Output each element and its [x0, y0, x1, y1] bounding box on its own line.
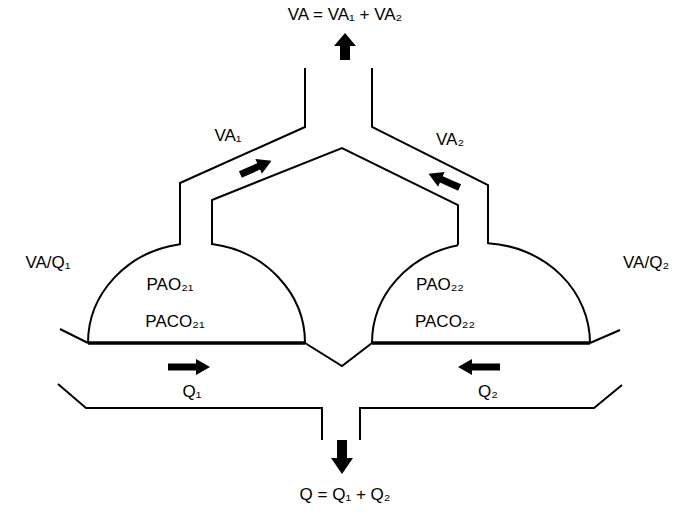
flow-arrow: [458, 359, 500, 375]
flow-label: Q₁: [183, 382, 202, 402]
capillary-wall: [305, 343, 372, 366]
flow-arrow: [237, 153, 275, 181]
gas-pressure: PAO₂₂: [416, 275, 464, 295]
ratio-label: VA/Q₁: [25, 253, 70, 273]
flow-arrow: [334, 33, 356, 60]
gas-pressure: PACO₂₂: [415, 312, 475, 332]
total-ventilation: VA = VA₁ + VA₂: [288, 5, 402, 25]
alveolar-membrane: [372, 341, 590, 345]
alveolus-outline: [372, 243, 590, 343]
capillary-wall: [590, 330, 620, 343]
alveolus-outline: [372, 243, 590, 343]
alveolus: PAO₂₂ PACO₂₂: [372, 243, 590, 343]
alveolus: PAO₂₁ PACO₂₁: [88, 243, 305, 343]
gas-pressure: PACO₂₁: [145, 312, 204, 332]
airway-wall: [212, 148, 458, 245]
airway-wall: [180, 68, 305, 245]
capillary-wall: [60, 329, 88, 343]
airway-wall: [372, 68, 488, 244]
total-perfusion: Q = Q₁ + Q₂: [300, 485, 391, 505]
flow-arrow: [331, 440, 353, 474]
alveolar-membrane: [88, 341, 305, 345]
gas-pressure: PAO₂₁: [147, 275, 194, 295]
ventilation-label: VA₁: [214, 126, 241, 146]
flow-label: Q₂: [478, 382, 498, 402]
ventilation-label: VA₂: [436, 130, 464, 150]
alveolus-outline: [88, 244, 305, 343]
ratio-label: VA/Q₂: [623, 253, 669, 273]
flow-arrow: [425, 166, 463, 194]
flow-arrow: [168, 359, 210, 375]
